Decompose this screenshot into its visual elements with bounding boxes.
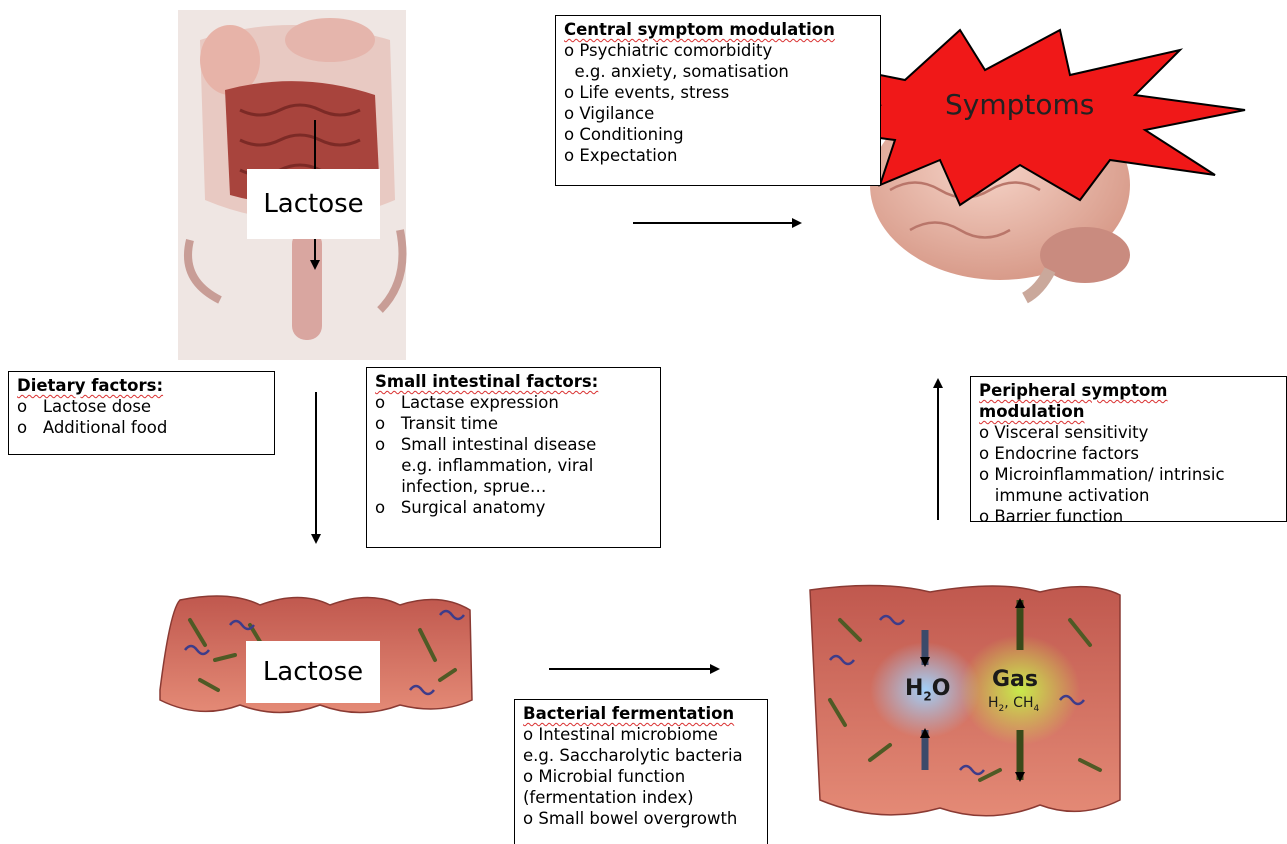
- central-symptom-box: Central symptom modulation o Psychiatric…: [555, 15, 881, 186]
- small-intestinal-item: e.g. inflammation, viral: [375, 455, 652, 476]
- colon-illustration-right: [810, 585, 1120, 815]
- bacterial-fermentation-box: Bacterial fermentation o Intestinal micr…: [514, 699, 768, 844]
- central-item: e.g. anxiety, somatisation: [564, 61, 872, 82]
- symptoms-label: Symptoms: [945, 88, 1094, 121]
- bacterial-item: e.g. Saccharolytic bacteria: [523, 745, 759, 766]
- peripheral-item: o Barrier function: [979, 506, 1278, 527]
- central-item: o Life events, stress: [564, 82, 872, 103]
- peripheral-item: o Endocrine factors: [979, 443, 1278, 464]
- small-intestinal-box: Small intestinal factors: o Lactase expr…: [366, 367, 661, 548]
- central-item: o Expectation: [564, 145, 872, 166]
- small-intestinal-item: o Surgical anatomy: [375, 497, 652, 518]
- small-intestinal-item: o Lactase expression: [375, 392, 652, 413]
- bacterial-item: o Small bowel overgrowth: [523, 808, 759, 829]
- peripheral-title: Peripheral symptom modulation: [979, 380, 1278, 422]
- small-intestinal-title: Small intestinal factors:: [375, 371, 652, 392]
- gas-label: Gas: [992, 667, 1038, 692]
- water-label: H2O: [905, 676, 950, 703]
- central-title: Central symptom modulation: [564, 19, 872, 40]
- dietary-item: o Additional food: [17, 417, 266, 438]
- dietary-item: o Lactose dose: [17, 396, 266, 417]
- small-intestinal-item: o Transit time: [375, 413, 652, 434]
- lactose-label-top: Lactose: [247, 169, 380, 239]
- peripheral-item: o Visceral sensitivity: [979, 422, 1278, 443]
- bacterial-item: (fermentation index): [523, 787, 759, 808]
- bacterial-item: o Intestinal microbiome: [523, 724, 759, 745]
- dietary-title: Dietary factors:: [17, 375, 266, 396]
- central-item: o Psychiatric comorbidity: [564, 40, 872, 61]
- small-intestinal-item: o Small intestinal disease: [375, 434, 652, 455]
- bacterial-item: o Microbial function: [523, 766, 759, 787]
- dietary-box: Dietary factors: o Lactose dose o Additi…: [8, 371, 275, 455]
- small-intestinal-item: infection, sprue…: [375, 476, 652, 497]
- lactose-label-colon: Lactose: [246, 641, 380, 703]
- peripheral-symptom-box: Peripheral symptom modulation o Visceral…: [970, 376, 1287, 522]
- gas-sub-label: H2, CH4: [988, 695, 1039, 714]
- central-item: o Vigilance: [564, 103, 872, 124]
- peripheral-item: immune activation: [979, 485, 1278, 506]
- peripheral-item: o Microinflammation/ intrinsic: [979, 464, 1278, 485]
- bacterial-title: Bacterial fermentation: [523, 703, 759, 724]
- central-item: o Conditioning: [564, 124, 872, 145]
